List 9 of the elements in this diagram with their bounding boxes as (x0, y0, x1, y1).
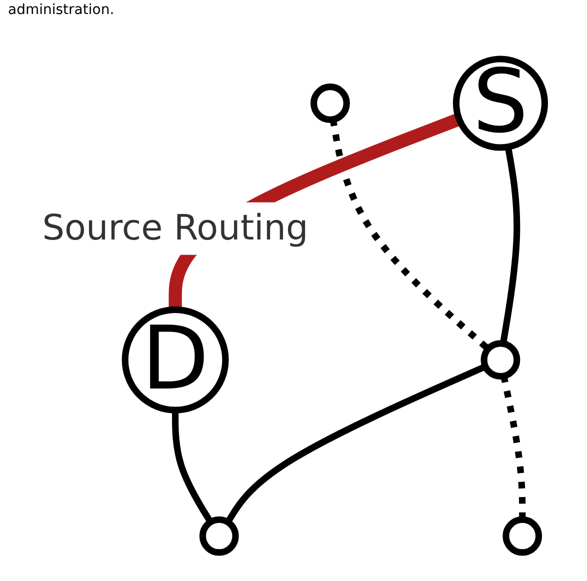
node-circle (310, 84, 350, 123)
edge-label: Source Routing (42, 206, 308, 248)
node-circle: D (122, 306, 229, 414)
note-text: administration. (8, 2, 114, 18)
node-circle: S (452, 56, 548, 151)
node-circle (199, 516, 239, 556)
connector (225, 364, 487, 524)
node-circle (480, 340, 520, 380)
node-circle (502, 516, 542, 556)
